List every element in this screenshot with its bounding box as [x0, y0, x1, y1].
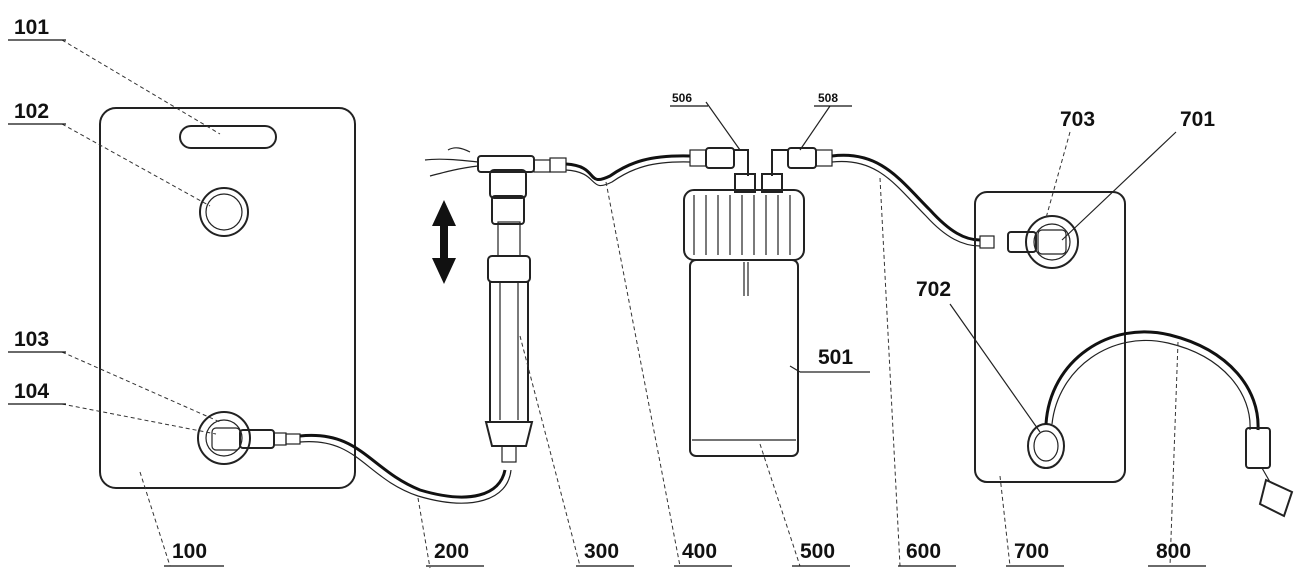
- fill-port-102: [199, 187, 249, 237]
- valve-701: [1007, 231, 1037, 253]
- label-600: 600: [906, 540, 941, 563]
- label-703: 703: [1060, 108, 1095, 131]
- pump-motion-arrow: [432, 200, 456, 284]
- label-100: 100: [172, 540, 207, 563]
- label-800: 800: [1156, 540, 1191, 563]
- label-400: 400: [682, 540, 717, 563]
- filter-500: [683, 149, 805, 457]
- hose-400: [565, 147, 735, 187]
- label-101: 101: [14, 16, 49, 39]
- hose-600: [787, 147, 995, 249]
- handle-slot-101: [179, 125, 277, 149]
- label-700: 700: [1014, 540, 1049, 563]
- pump-300: [424, 147, 567, 463]
- inlet-703: [1025, 215, 1079, 269]
- label-501: 501: [818, 346, 853, 369]
- label-104: 104: [14, 380, 49, 403]
- label-508: 508: [818, 91, 838, 105]
- label-701: 701: [1180, 108, 1215, 131]
- valve-104: [239, 429, 275, 449]
- reservoir-100: [99, 107, 356, 489]
- outlet-103: [197, 411, 251, 465]
- label-102: 102: [14, 100, 49, 123]
- label-500: 500: [800, 540, 835, 563]
- label-300: 300: [584, 540, 619, 563]
- label-103: 103: [14, 328, 49, 351]
- label-506: 506: [672, 91, 692, 105]
- hose-800: [1044, 330, 1294, 518]
- label-702: 702: [916, 278, 951, 301]
- filter-housing-501: [689, 259, 799, 457]
- part-labels: 101 102 103 104 100 200 300 400 500 501 …: [8, 16, 1215, 567]
- hose-200: [299, 433, 512, 504]
- leader-lines: [61, 39, 1179, 569]
- label-200: 200: [434, 540, 469, 563]
- bag-700: [974, 191, 1126, 483]
